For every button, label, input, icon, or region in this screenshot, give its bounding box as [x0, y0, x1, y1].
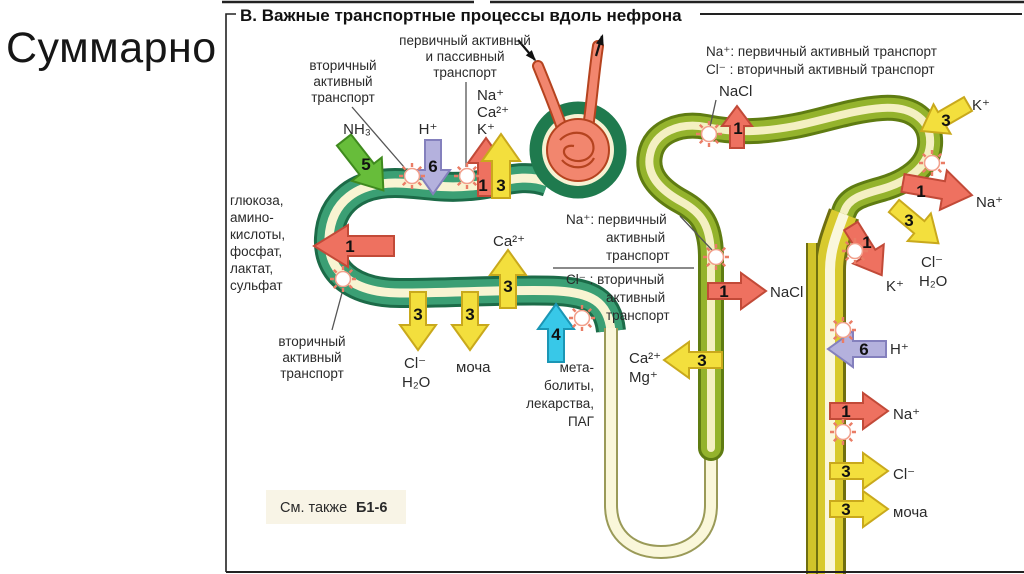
label-secondary-active-top: вторичный [309, 58, 376, 73]
label-ca-mg: Mg⁺ [629, 369, 658, 386]
carrier-burst-icon [694, 119, 724, 149]
arrow-number: 1 [841, 402, 850, 421]
arrow-number: 3 [496, 176, 505, 195]
arrow-number: 3 [697, 351, 706, 370]
panel-title: В. Важные транспортные процессы вдоль не… [240, 6, 682, 25]
label-h2o-bottom: H₂O [402, 374, 430, 391]
pointer-na-primary-mid [679, 215, 713, 251]
arrow-number: 6 [859, 340, 868, 359]
arrow-number: 3 [465, 305, 474, 324]
carrier-burst-icon [701, 242, 731, 272]
label-primary-passive: первичный активный [399, 33, 531, 48]
capillary-tuft [546, 118, 610, 182]
label-na-loop: Na⁺ [976, 194, 1003, 211]
label-k-top-right: K⁺ [972, 97, 990, 114]
label-reabsorbed: фосфат, [230, 244, 282, 259]
carrier-burst-icon [397, 161, 427, 191]
arrow-number: 3 [841, 500, 850, 519]
arrow-number: 1 [345, 237, 354, 256]
carrier-burst-icon [452, 161, 482, 191]
label-na-primary-mid: Na⁺: первичный [566, 212, 667, 227]
label-k-loop: K⁺ [886, 278, 904, 295]
label-cl-secondary-mid: Cl⁻ : вторичный [566, 272, 664, 287]
label-cl-loop: Cl⁻ [921, 254, 943, 271]
label-na-primary-mid: транспорт [606, 248, 670, 263]
label-h-plus-top: H⁺ [419, 121, 438, 138]
label-metabolites: мета- [560, 360, 594, 375]
glomerulus [517, 34, 627, 199]
label-primary-passive: и пассивный [425, 49, 504, 64]
label-h-duct: H⁺ [890, 341, 909, 358]
label-ca-up: Ca²⁺ [493, 233, 525, 250]
label-ca-mg: Ca²⁺ [629, 350, 661, 367]
label-ca-top: Ca²⁺ [477, 104, 509, 121]
label-cl-duct: Cl⁻ [893, 466, 915, 483]
label-nh3: NH₃ [343, 121, 371, 138]
label-h2o-loop: H₂O [919, 273, 947, 290]
arrow-number: 3 [941, 111, 950, 130]
carrier-burst-icon [828, 315, 858, 345]
arrow-number: 3 [904, 211, 913, 230]
label-primary-passive: транспорт [433, 65, 497, 80]
label-secondary-active-top: транспорт [311, 90, 375, 105]
frame-bracket [225, 13, 236, 572]
label-cl-secondary-mid: транспорт [606, 308, 670, 323]
afferent-arteriole [534, 62, 566, 132]
label-reabsorbed: лактат, [230, 261, 273, 276]
label-cl-secondary-mid: активный [606, 290, 665, 305]
see-also-background [266, 490, 406, 524]
label-metabolites: лекарства, [526, 396, 594, 411]
see-also-reference: Б1-6 [356, 500, 387, 516]
arrow-number: 1 [862, 233, 871, 252]
blood-outflow-arrowhead-icon [595, 34, 604, 46]
bowman-capsule [529, 101, 627, 199]
label-cl-transport-line: Cl⁻ : вторичный активный транспорт [706, 62, 935, 77]
arrow-number: 3 [413, 305, 422, 324]
label-na-transport-line: Na⁺: первичный активный транспорт [706, 44, 937, 59]
arrow-number: 1 [916, 182, 925, 201]
label-nacl-mid: NaCl [770, 284, 803, 301]
carrier-burst-icon [567, 303, 597, 333]
label-reabsorbed: кислоты, [230, 227, 285, 242]
label-na-top: Na⁺ [477, 87, 504, 104]
slide-heading: Суммарно [6, 24, 217, 72]
capillary-coils [559, 131, 595, 169]
carrier-burst-icon [828, 417, 858, 447]
arrow-number: 3 [503, 277, 512, 296]
arrow-number: 1 [733, 119, 742, 138]
pointer-nacl-top [709, 99, 717, 128]
label-cl-bottom: Cl⁻ [404, 355, 426, 372]
arrow-number: 1 [478, 176, 487, 195]
label-secondary-active-bottom: активный [282, 350, 341, 365]
label-secondary-active-bottom: вторичный [278, 334, 345, 349]
label-urine-bottom: моча [456, 359, 491, 376]
arrow-number: 6 [428, 157, 437, 176]
label-secondary-active-bottom: транспорт [280, 366, 344, 381]
pointer-secondary-active-top [351, 106, 405, 168]
carrier-burst-icon [917, 148, 947, 178]
label-metabolites: болиты, [544, 378, 594, 393]
pointer-secondary-active-bottom [331, 292, 343, 331]
label-secondary-active-top: активный [313, 74, 372, 89]
label-reabsorbed: глюкоза, [230, 193, 284, 208]
blood-inflow-arrowhead-icon [525, 50, 536, 61]
label-na-duct: Na⁺ [893, 406, 920, 423]
label-k-top: K⁺ [477, 121, 495, 138]
label-reabsorbed: сульфат [230, 278, 283, 293]
label-na-primary-mid: активный [606, 230, 665, 245]
arrow-number: 1 [719, 282, 728, 301]
label-reabsorbed: амино- [230, 210, 274, 225]
arrow-number: 5 [361, 155, 370, 174]
label-urine-duct: моча [893, 504, 928, 521]
see-also-text: См. также [280, 500, 347, 516]
arrow-number: 3 [841, 462, 850, 481]
cl-h2o-loop-arrow [881, 191, 952, 259]
label-nacl-top: NaCl [719, 83, 752, 100]
carrier-burst-icon [328, 264, 358, 294]
arrow-number: 4 [551, 325, 561, 344]
label-metabolites: ПАГ [568, 414, 595, 429]
collecting-duct [812, 214, 844, 574]
